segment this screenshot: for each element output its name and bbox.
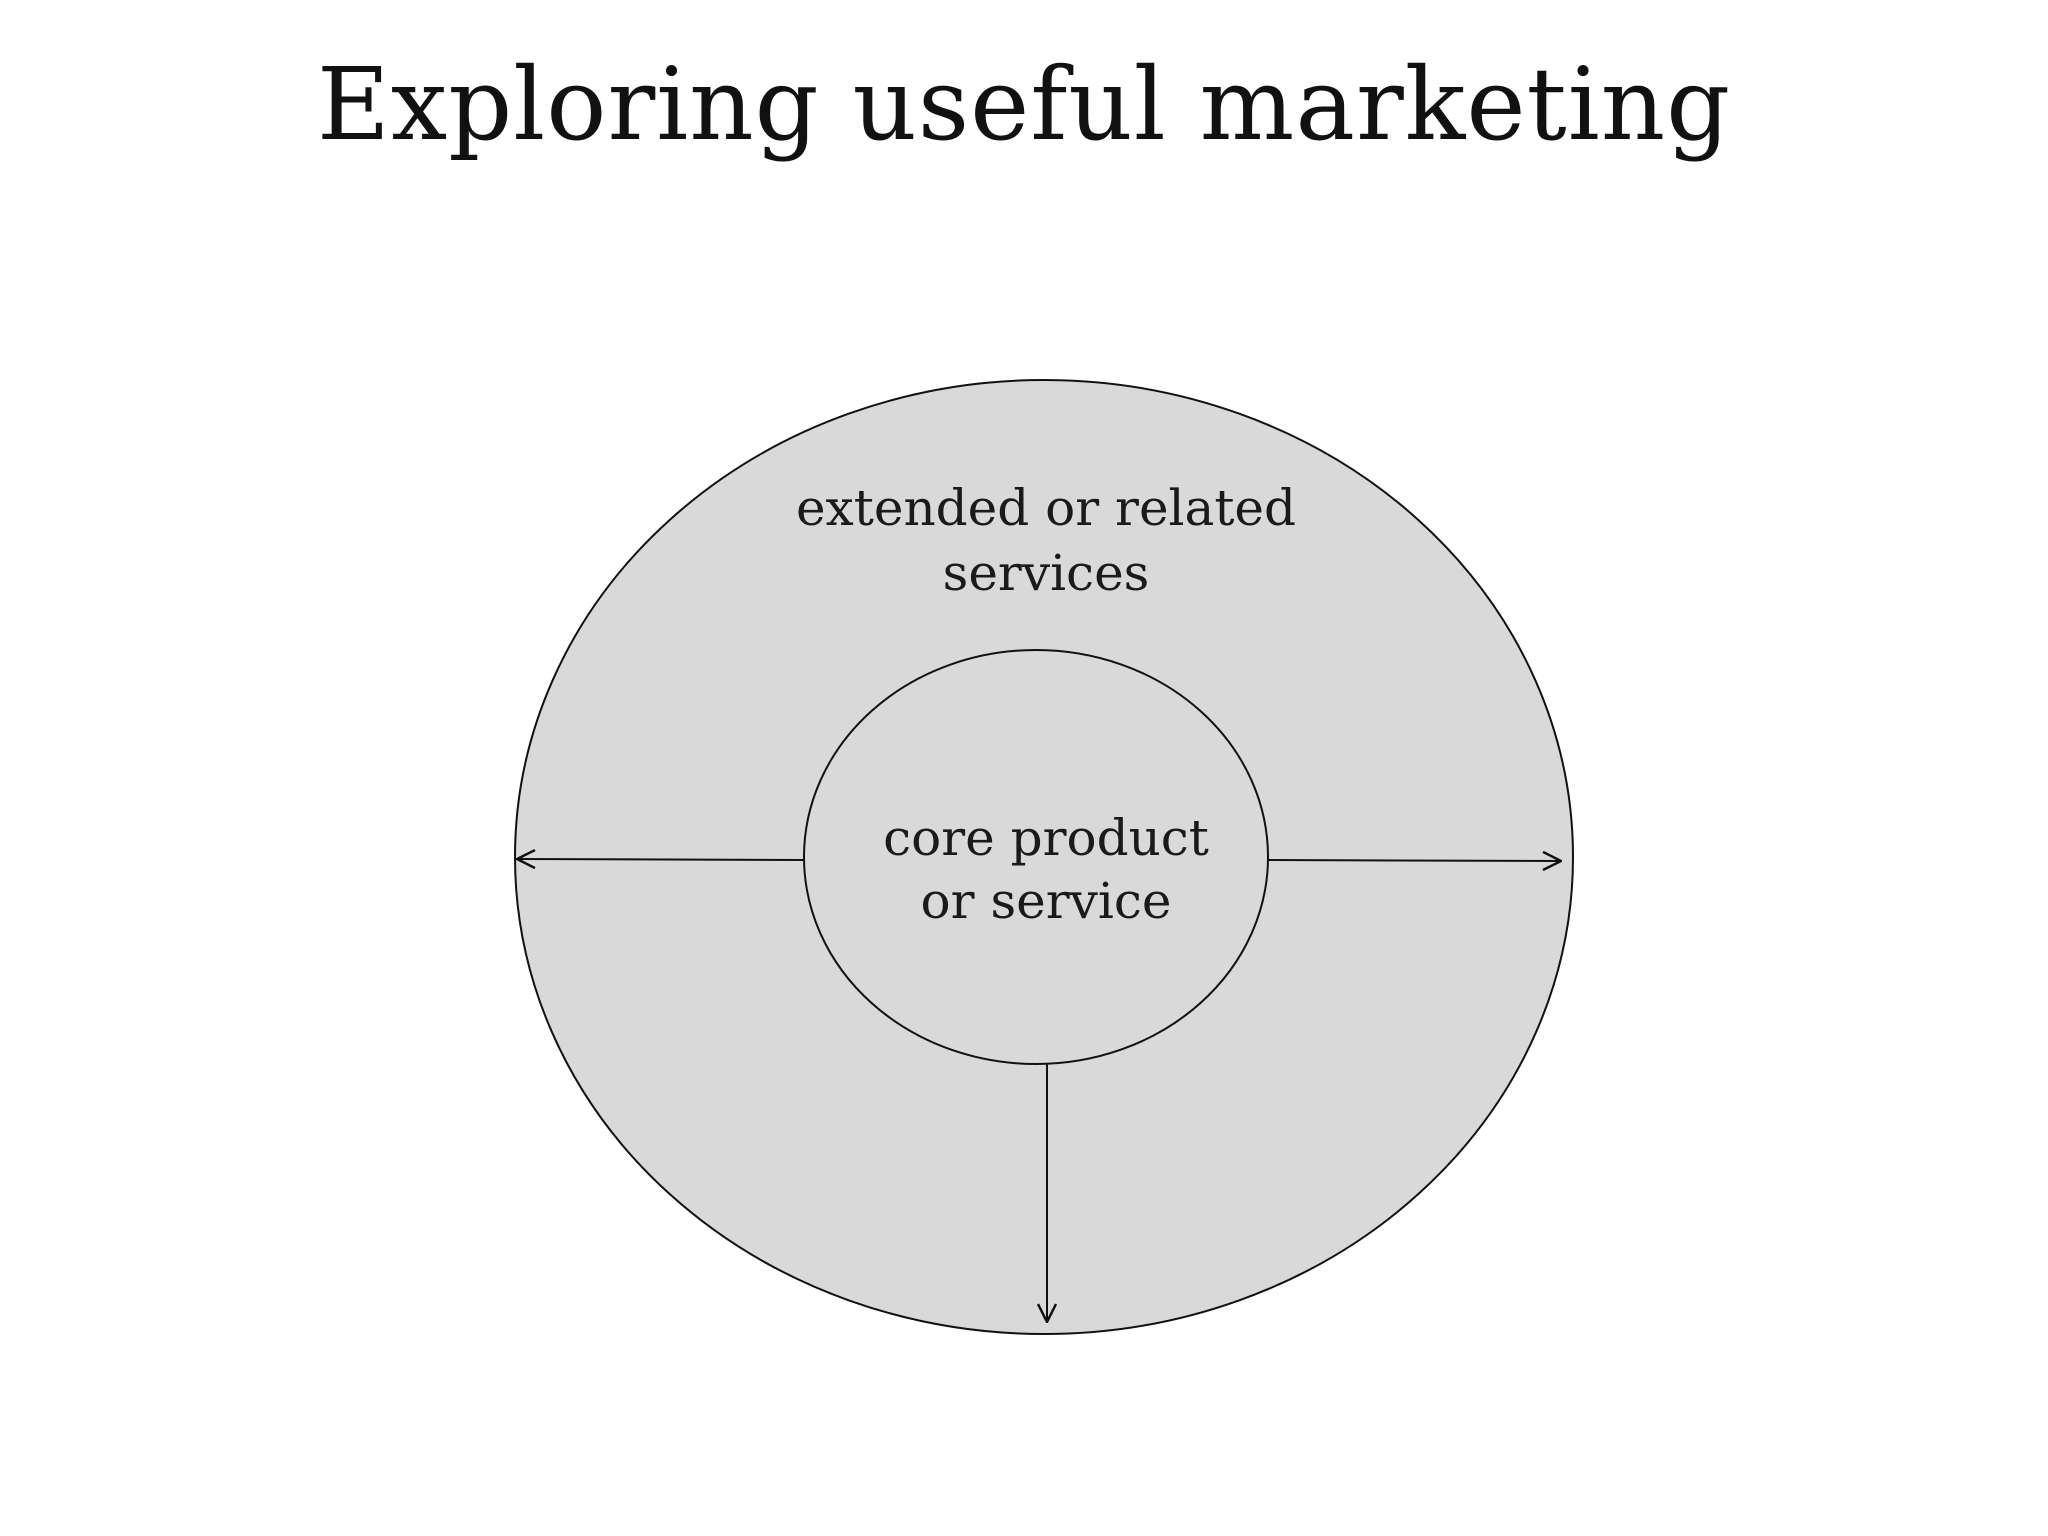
slide-title: Exploring useful marketing [316,46,1732,163]
arrow-right [1267,860,1561,861]
arrow-left [517,859,805,860]
outer-label-line1: extended or related [796,479,1296,537]
outer-label-line2: services [943,544,1150,602]
inner-label-line1: core product [883,809,1209,867]
inner-circle [803,649,1269,1065]
inner-label-line2: or service [921,872,1172,930]
